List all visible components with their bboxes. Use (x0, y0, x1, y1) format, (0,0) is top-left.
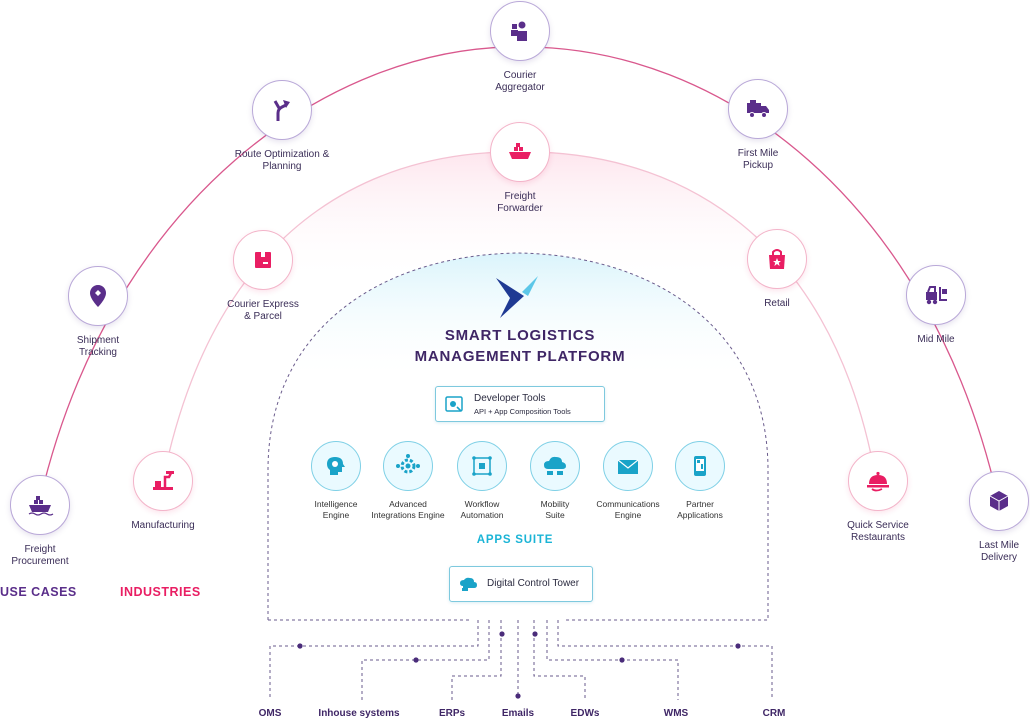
industry-label: Retail (764, 298, 790, 309)
platform-logo (496, 276, 538, 318)
platform-dome (267, 252, 769, 621)
route-arrow-icon (273, 100, 290, 121)
courier-person-icon (511, 21, 527, 41)
package-box-icon (989, 491, 1009, 511)
system-inhouse: Inhouse systems (318, 708, 400, 719)
industry-retail: Retail (707, 229, 847, 310)
industry-label: Courier Express& Parcel (227, 299, 299, 322)
developer-tools-title: Developer Tools (474, 393, 546, 404)
cargo-ship-icon (509, 143, 531, 159)
industry-manufacturing: Manufacturing (93, 451, 233, 532)
system-wms: WMS (663, 708, 689, 719)
location-pin-icon (90, 285, 106, 307)
system-edws: EDWs (570, 708, 600, 719)
workflow-icon (472, 456, 492, 476)
system-crm: CRM (762, 708, 786, 719)
developer-tools-subtitle: API + App Composition Tools (474, 407, 571, 416)
cargo-ship-icon (28, 496, 54, 516)
envelope-icon (617, 459, 639, 474)
mobile-apps-icon (694, 456, 706, 476)
control-tower-label: Digital Control Tower (487, 578, 580, 589)
platform-title-line1: SMART LOGISTICS (444, 327, 596, 344)
system-emails: Emails (501, 708, 535, 719)
developer-tools-icon (445, 396, 463, 412)
platform-title-line2: MANAGEMENT PLATFORM (414, 348, 626, 365)
developer-tools-box: Developer Tools API + App Composition To… (435, 386, 605, 422)
use-cases-heading: USE CASES (0, 585, 77, 599)
industries-heading: INDUSTRIES (120, 585, 201, 599)
use-case-route-optimization: Route Optimization &Planning (212, 80, 352, 173)
use-case-label: Route Optimization &Planning (234, 149, 330, 172)
use-case-mid-mile: Mid Mile (866, 265, 1006, 346)
cloud-devices-icon (544, 456, 566, 475)
truck-icon (747, 100, 769, 118)
industry-label: Manufacturing (131, 520, 195, 531)
brain-head-icon (327, 457, 345, 475)
control-tower-icon (460, 577, 477, 591)
system-erps: ERPs (438, 708, 466, 719)
forklift-icon (926, 286, 947, 305)
shopping-bag-icon (769, 249, 785, 269)
apps-suite-label: APPS SUITE (476, 534, 554, 546)
use-case-label: Mid Mile (917, 334, 955, 345)
gear-network-icon (396, 454, 420, 474)
factory-arm-icon (153, 471, 174, 490)
digital-control-tower-box: Digital Control Tower (449, 566, 593, 602)
industry-courier-express: Courier Express& Parcel (193, 230, 333, 323)
parcel-icon (255, 252, 271, 268)
system-oms: OMS (258, 708, 282, 719)
food-cloche-icon (867, 471, 889, 492)
